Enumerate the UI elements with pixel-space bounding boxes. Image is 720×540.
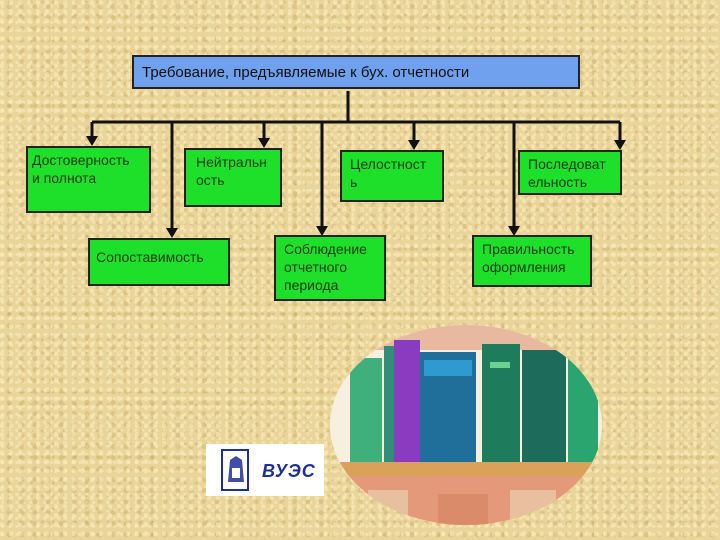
arrowhead-n4 — [614, 140, 626, 150]
arrowhead-n6 — [316, 226, 328, 236]
university-logo-text: ВУЭС — [262, 461, 316, 481]
node-integrity: Целостност ь — [340, 150, 444, 202]
node-neutrality: Нейтральн ость — [184, 148, 282, 207]
books-illustration — [330, 325, 602, 525]
arrowhead-n5 — [166, 228, 178, 238]
node-reporting-period: Соблюдение отчетного периода — [274, 235, 386, 301]
arrowhead-n3 — [408, 140, 420, 150]
connector-arrowheads — [86, 136, 626, 238]
root-requirements-box: Требование, предъявляемые к бух. отчетно… — [132, 55, 580, 89]
arrowhead-n1 — [86, 136, 98, 146]
node-reliability-completeness: Достоверность и полнота — [26, 146, 151, 213]
arrowhead-n2 — [258, 138, 270, 148]
arrowhead-n7 — [508, 226, 520, 236]
university-logo — [206, 444, 324, 496]
node-consistency: Последоват ельность — [518, 150, 622, 195]
university-logo-icon — [221, 449, 249, 491]
connector-lines — [90, 91, 622, 228]
node-comparability: Сопоставимость — [88, 238, 230, 286]
node-correct-formatting: Правильность оформления — [472, 235, 592, 287]
